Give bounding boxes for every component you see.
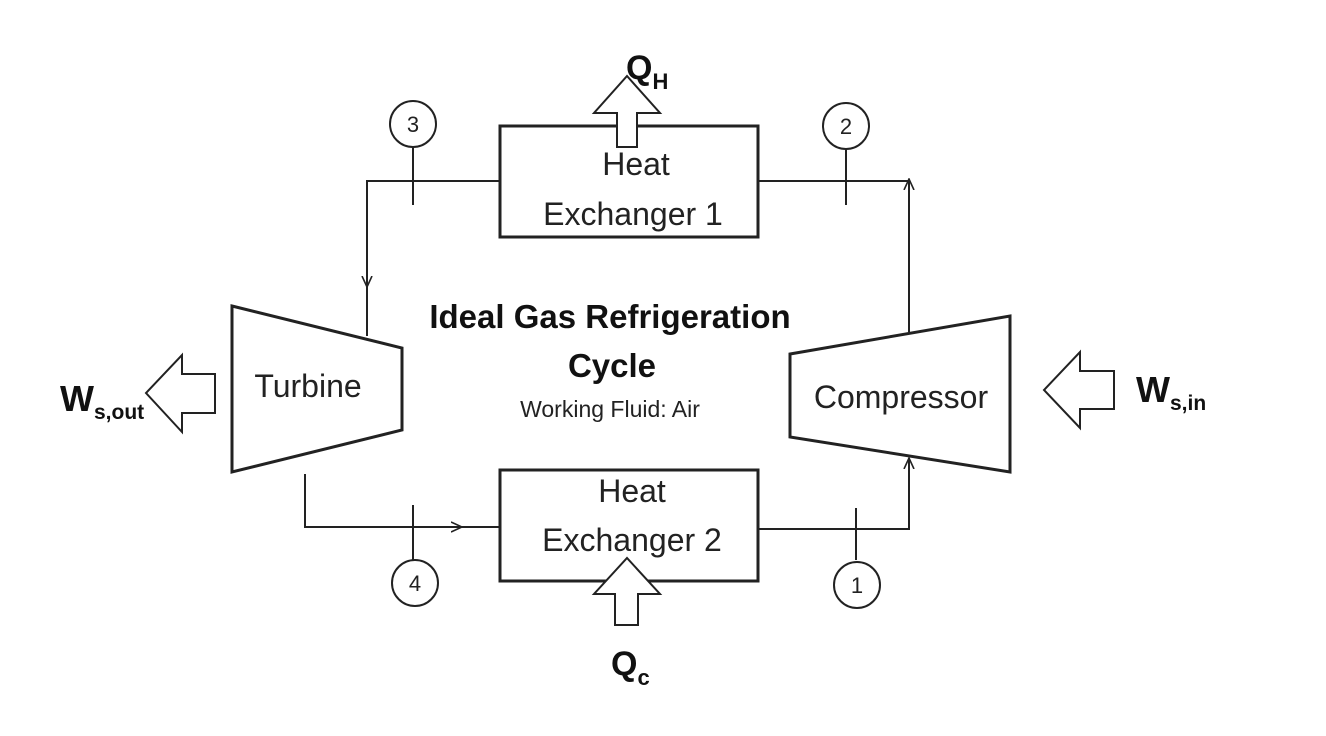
state-3-label: 3 xyxy=(407,112,419,137)
state-point-4: 4 xyxy=(391,559,439,607)
work-in-arrow xyxy=(1042,349,1115,431)
flow-line-3-to-turbine xyxy=(367,180,500,287)
state-1-label: 1 xyxy=(851,573,863,598)
turbine: Turbine xyxy=(230,304,404,474)
state-point-3: 3 xyxy=(389,100,437,148)
state-1-circle xyxy=(833,561,881,609)
heat-exchanger-1-label-line1: Heat xyxy=(602,146,670,182)
heat-out-label: QH xyxy=(626,49,668,94)
state-2-circle xyxy=(822,102,870,150)
state-3-circle xyxy=(389,100,437,148)
diagram-title-line1: Ideal Gas Refrigeration xyxy=(429,298,790,335)
work-out-label: Ws,out xyxy=(60,378,144,424)
state-2-label: 2 xyxy=(840,114,852,139)
heat-exchanger-2-label-line2: Exchanger 2 xyxy=(542,522,722,558)
heat-exchanger-1-box xyxy=(498,124,760,239)
heat-in-label: Qc xyxy=(611,645,650,690)
compressor-shape xyxy=(788,314,1012,474)
flow-lines xyxy=(304,147,909,560)
state-point-1: 1 xyxy=(833,561,881,609)
compressor-label: Compressor xyxy=(814,379,989,415)
state-point-2: 2 xyxy=(822,102,870,150)
state-4-circle xyxy=(391,559,439,607)
turbine-label: Turbine xyxy=(254,368,361,404)
turbine-shape xyxy=(230,304,404,474)
heat-exchanger-1: Heat Exchanger 1 xyxy=(498,124,760,239)
diagram-subtitle: Working Fluid: Air xyxy=(520,396,700,422)
flow-line-turbine-to-4 xyxy=(304,474,462,527)
work-in-label: Ws,in xyxy=(1136,369,1206,415)
state-4-label: 4 xyxy=(409,571,421,596)
diagram-title-line2: Cycle xyxy=(568,347,656,384)
work-out-arrow xyxy=(144,352,216,435)
heat-exchanger-1-label-line2: Exchanger 1 xyxy=(543,196,723,232)
heat-in-arrow xyxy=(591,556,663,626)
flow-line-1-to-compressor xyxy=(758,458,909,530)
heat-out-arrow xyxy=(591,74,663,148)
heat-exchanger-2-label-line1: Heat xyxy=(598,473,666,509)
compressor: Compressor xyxy=(788,314,1012,474)
